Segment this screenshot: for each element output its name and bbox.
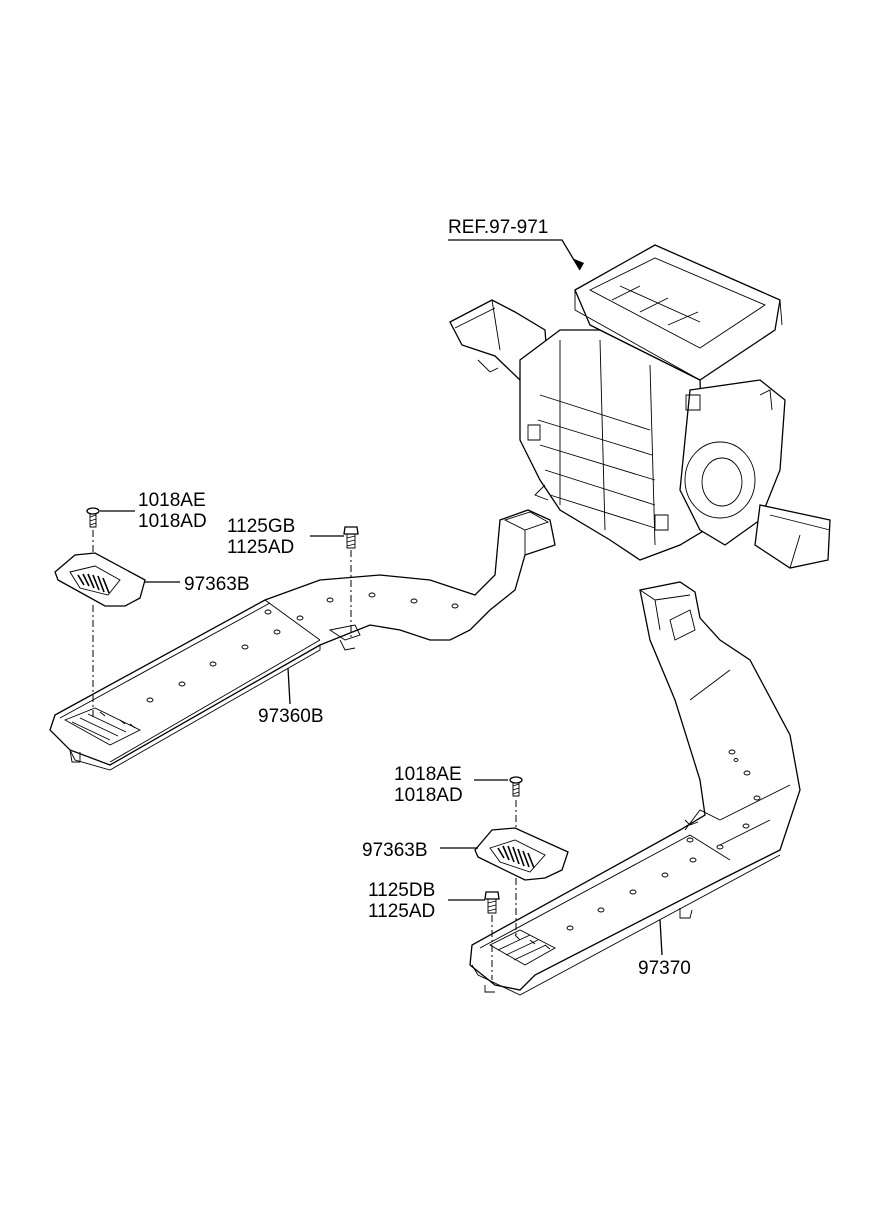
left-duct-holes — [146, 592, 459, 703]
hvac-unit — [449, 244, 831, 569]
right-screw — [509, 776, 523, 797]
top-grille-label: 97363B — [184, 574, 250, 595]
right-grille — [474, 827, 569, 881]
top-bolt-label-b: 1125AD — [227, 537, 294, 558]
bottom-grille-label: 97363B — [362, 840, 428, 861]
top-bolt-label-a: 1125GB — [227, 516, 295, 537]
top-screw-label-b: 1018AD — [138, 511, 207, 532]
left-rear-duct — [49, 509, 556, 771]
top-screw-label-a: 1018AE — [138, 490, 206, 511]
left-screw — [86, 507, 100, 528]
right-rear-duct — [469, 581, 801, 996]
bottom-bolt-label-a: 1125DB — [368, 880, 435, 901]
right-duct-label: 97370 — [638, 958, 691, 979]
left-bolt — [343, 526, 359, 549]
left-duct-label: 97360B — [258, 706, 324, 727]
bottom-screw-label-a: 1018AE — [394, 764, 462, 785]
bottom-bolt-label-b: 1125AD — [368, 901, 435, 922]
right-bolt — [484, 891, 500, 914]
right-duct-holes — [566, 749, 761, 931]
left-grille — [54, 552, 146, 607]
bottom-screw-label-b: 1018AD — [394, 785, 463, 806]
ref-label: REF.97-971 — [448, 217, 548, 238]
